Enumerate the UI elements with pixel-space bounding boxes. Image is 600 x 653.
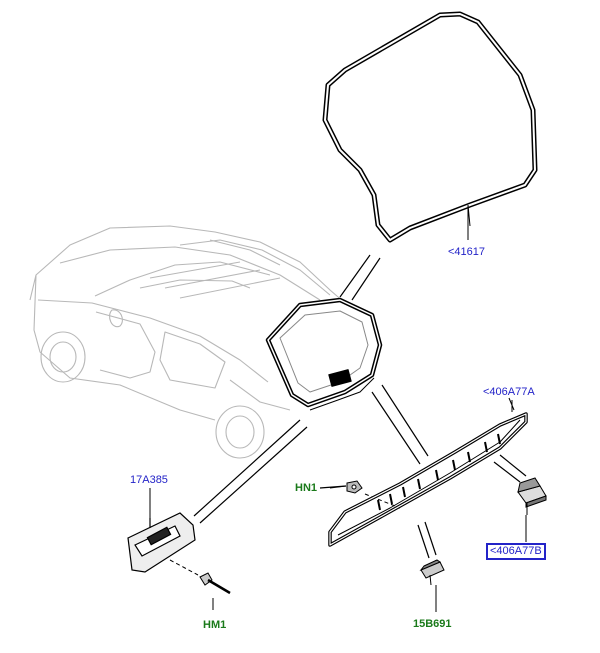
part-label-spoiler-bracket[interactable]: <406A77B [486,543,546,560]
nut-icon[interactable] [346,480,363,494]
leader-lines [193,254,527,581]
part-label-seal[interactable]: <41617 [448,246,486,258]
part-label-clip[interactable]: 15B691 [413,618,452,630]
tailgate-seal-icon[interactable] [322,11,538,243]
screw-icon[interactable] [199,572,231,595]
clip-icon[interactable] [419,559,445,586]
spoiler-icon[interactable] [328,397,528,547]
part-label-spoiler-assembly[interactable]: <406A77A [483,386,535,398]
tailgate-outline [265,297,383,411]
part-label-license-lamp[interactable]: 17A385 [130,474,168,486]
car-outline-icon [29,225,346,459]
license-plate-lamp-icon[interactable] [127,512,196,573]
fastener-label-hn1[interactable]: HN1 [295,482,318,494]
fastener-label-hm1[interactable]: HM1 [203,619,227,631]
bracket-icon[interactable] [517,477,547,515]
